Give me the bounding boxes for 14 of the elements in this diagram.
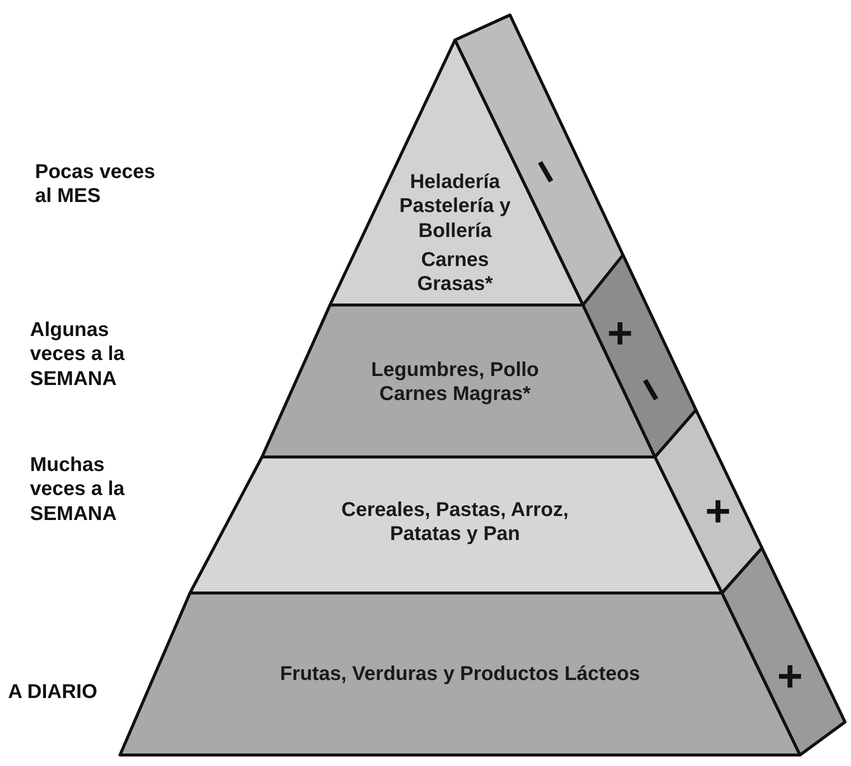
food-group-text: Legumbres, Pollo Carnes Magras* [370, 358, 540, 407]
frequency-label: A DIARIO [8, 680, 98, 704]
frequency-mark: − [623, 366, 677, 414]
frequency-label: Muchas veces a la SEMANA [30, 453, 126, 526]
food-group-text: Heladería Pastelería y Bollería [398, 170, 512, 244]
frequency-mark: + [776, 655, 804, 699]
food-group-text: Carnes Grasas* [416, 248, 494, 297]
frequency-mark: − [518, 148, 572, 196]
frequency-label: Algunas veces a la SEMANA [30, 318, 126, 392]
food-group-text: Cereales, Pastas, Arroz, Patatas y Pan [340, 498, 570, 547]
frequency-mark: + [704, 490, 732, 534]
frequency-label: Pocas veces al MES [35, 160, 156, 209]
food-group-text: Frutas, Verduras y Productos Lácteos [278, 662, 642, 686]
frequency-mark: + [606, 312, 634, 356]
